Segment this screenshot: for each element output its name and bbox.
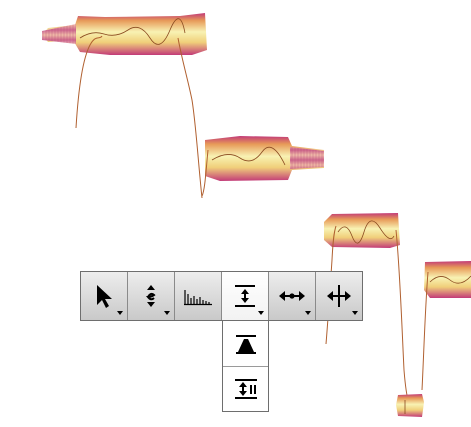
separation-tool-button[interactable] [316, 272, 362, 320]
amplitude-icon [235, 285, 255, 307]
note-blob-1[interactable] [42, 13, 207, 199]
move-cross-icon [327, 285, 351, 307]
chevron-down-icon [117, 311, 123, 315]
note-blob-5[interactable] [421, 261, 471, 391]
time-tool-button[interactable] [269, 272, 316, 320]
amplitude-tool-button[interactable] [222, 272, 269, 320]
fade-icon [235, 334, 256, 354]
amplitude-alt-tool-item[interactable] [223, 366, 268, 411]
note-blob-4[interactable] [396, 394, 424, 417]
chevron-down-icon [305, 311, 311, 315]
chevron-down-icon [258, 311, 264, 315]
fade-tool-item[interactable] [223, 321, 268, 366]
chevron-down-icon [352, 311, 358, 315]
note-blob-2[interactable] [201, 136, 324, 197]
time-stretch-icon [279, 291, 305, 301]
amplitude-tool-dropdown [222, 321, 269, 412]
note-blob-3[interactable] [324, 213, 411, 406]
pitch-modulation-icon [145, 285, 156, 307]
pitch-modulation-tool-button[interactable] [128, 272, 175, 320]
arrow-pointer-icon [97, 285, 112, 308]
formant-bars-icon [184, 290, 212, 306]
chevron-down-icon [164, 311, 170, 315]
formant-tool-button[interactable] [175, 272, 222, 320]
main-tool-button[interactable] [81, 272, 128, 320]
amplitude-pause-icon [234, 379, 257, 399]
tool-palette [80, 271, 363, 321]
